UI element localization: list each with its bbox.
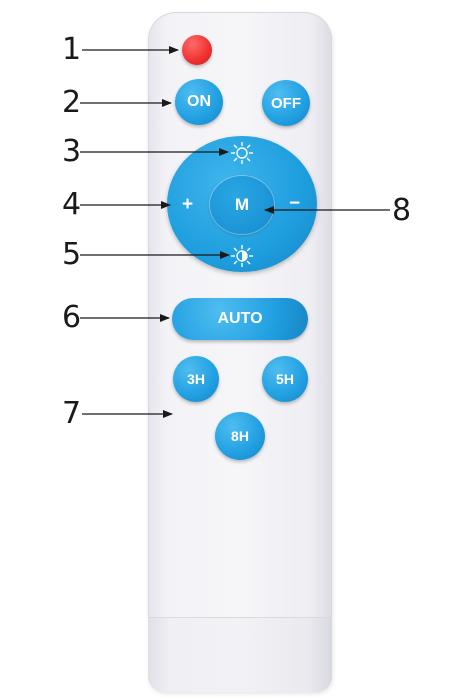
callout-label-2: 2 [62,85,82,120]
plus-label: + [182,194,194,215]
auto-button[interactable]: AUTO [172,298,308,340]
callout-label-6: 6 [62,300,82,335]
minus-button[interactable]: − [289,194,300,213]
on-button[interactable]: ON [175,79,223,125]
off-button[interactable]: OFF [262,80,310,126]
callout-label-7: 7 [62,396,82,431]
timer-8h-label: 8H [231,428,249,444]
timer-3h-button[interactable]: 3H [173,356,219,402]
auto-button-label: AUTO [217,310,263,327]
callout-label-5: 5 [62,237,82,272]
battery-cover [148,617,332,692]
minus-label: − [289,193,301,214]
on-button-label: ON [187,93,211,110]
timer-8h-button[interactable]: 8H [215,412,265,460]
callout-label-3: 3 [62,134,82,169]
off-button-label: OFF [271,94,301,112]
mode-button[interactable]: M [210,176,274,234]
callout-label-4: 4 [62,187,82,222]
timer-5h-label: 5H [276,371,294,387]
remote-body [148,12,332,692]
timer-5h-button[interactable]: 5H [262,356,308,402]
sun-bright-icon[interactable] [229,140,255,166]
callout-label-1: 1 [62,32,82,67]
plus-button[interactable]: + [182,195,193,214]
mode-label: M [234,195,250,214]
callout-label-8: 8 [392,193,412,228]
sun-dim-icon[interactable] [229,243,255,269]
power-indicator-button[interactable] [182,35,212,65]
timer-3h-label: 3H [187,371,205,387]
